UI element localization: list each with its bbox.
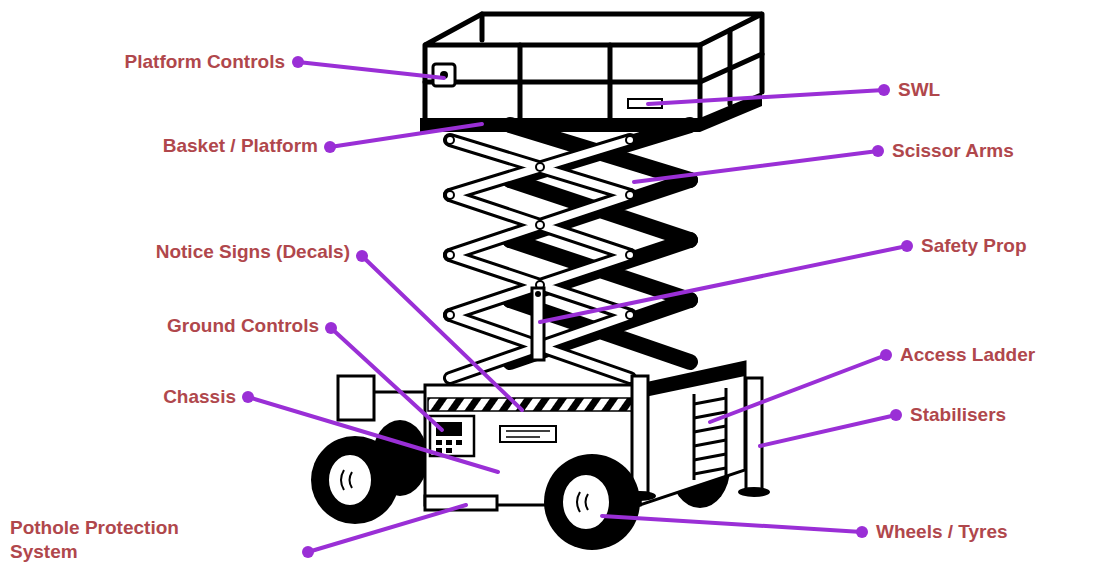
stabiliser <box>624 376 770 501</box>
ground-control-box <box>430 416 474 456</box>
chassis <box>428 398 637 411</box>
leader-line <box>308 505 466 552</box>
part-label: Platform Controls <box>125 50 285 74</box>
scissor-pivot <box>446 311 454 319</box>
leader-dot <box>872 145 884 157</box>
leader-dot <box>890 409 902 421</box>
scissor-pivot <box>536 221 544 229</box>
leader-dot <box>856 526 868 538</box>
stabiliser <box>738 487 770 497</box>
leader-line <box>648 90 884 104</box>
part-label: Stabilisers <box>910 403 1006 427</box>
leader-line <box>248 397 498 472</box>
front-wheel <box>311 436 640 550</box>
ground-control-box <box>446 448 452 453</box>
stabiliser <box>632 376 648 494</box>
scissor-pivot <box>446 251 454 259</box>
scissor-pivot <box>446 136 454 144</box>
chassis <box>338 376 374 420</box>
leader-line <box>602 516 862 532</box>
leader-dot <box>324 141 336 153</box>
front-wheel <box>328 454 372 506</box>
part-label: Wheels / Tyres <box>876 520 1008 544</box>
scissor-arm <box>450 140 630 195</box>
leader-line <box>540 246 907 322</box>
leader-dot <box>242 56 913 558</box>
access-ladder <box>694 398 726 474</box>
leader-line <box>248 62 907 552</box>
leader-dot <box>356 250 368 262</box>
ground-control-box <box>446 440 452 445</box>
decal-plate <box>500 426 556 442</box>
basket-rails <box>425 14 762 118</box>
leader-dot <box>302 546 314 558</box>
leader-line <box>760 415 896 446</box>
leader-dot <box>325 322 337 334</box>
leader-line <box>362 256 522 410</box>
stabiliser <box>746 378 762 490</box>
access-ladder <box>694 388 726 480</box>
leader-dot <box>878 84 890 96</box>
front-wheel <box>341 470 352 490</box>
scissor-arm <box>450 195 630 255</box>
scissor-arm <box>450 140 630 378</box>
part-label: Access Ladder <box>900 343 1035 367</box>
leader-line <box>634 151 878 182</box>
leader-line <box>710 355 886 422</box>
scissor-pivot <box>626 251 634 259</box>
leader-dot <box>901 240 913 252</box>
front-wheel <box>544 454 640 550</box>
chassis-side <box>640 362 745 398</box>
platform-floor <box>420 118 700 132</box>
leader-line <box>330 124 482 147</box>
part-label: Pothole Protection System <box>10 516 210 564</box>
scissor-pivot <box>626 191 634 199</box>
ground-control-box <box>436 440 442 445</box>
leader-dot <box>880 349 892 361</box>
safety-prop <box>532 288 544 360</box>
part-label: Ground Controls <box>167 314 319 338</box>
leader-line <box>331 328 442 430</box>
part-label: Chassis <box>163 385 236 409</box>
part-label: Scissor Arms <box>892 139 1014 163</box>
part-label: Basket / Platform <box>163 134 318 158</box>
leader-dot <box>242 391 254 403</box>
scissor-pivot <box>626 136 634 144</box>
basket-rails <box>425 54 762 82</box>
part-label: Safety Prop <box>921 234 1027 258</box>
chassis-side <box>640 362 745 505</box>
front-wheel <box>577 492 588 512</box>
scissor-arm <box>450 140 630 195</box>
chassis-side <box>640 362 745 505</box>
safety-prop <box>532 288 544 360</box>
decal-plate <box>500 426 556 442</box>
basket-rails <box>425 14 762 118</box>
front-wheel <box>311 436 399 524</box>
part-label: SWL <box>898 78 940 102</box>
basket-rails <box>425 14 762 45</box>
platform-control-box <box>433 64 455 86</box>
ground-control-box <box>456 440 462 445</box>
scissor-pivot <box>536 163 544 171</box>
scissor-pivot <box>626 311 634 319</box>
front-wheel <box>562 474 610 530</box>
decal-plate <box>506 431 550 437</box>
leader-line <box>298 62 444 78</box>
platform-control-box <box>433 64 455 86</box>
leader-dot <box>292 56 304 68</box>
scissor-arm <box>450 140 630 378</box>
ground-control-box <box>430 416 474 456</box>
access-ladder <box>694 388 726 480</box>
scissor-arm <box>450 195 630 255</box>
scissor-arm <box>450 140 630 378</box>
part-label: Notice Signs (Decals) <box>156 240 350 264</box>
scissor-pivot <box>446 191 454 199</box>
safety-prop <box>535 291 541 297</box>
